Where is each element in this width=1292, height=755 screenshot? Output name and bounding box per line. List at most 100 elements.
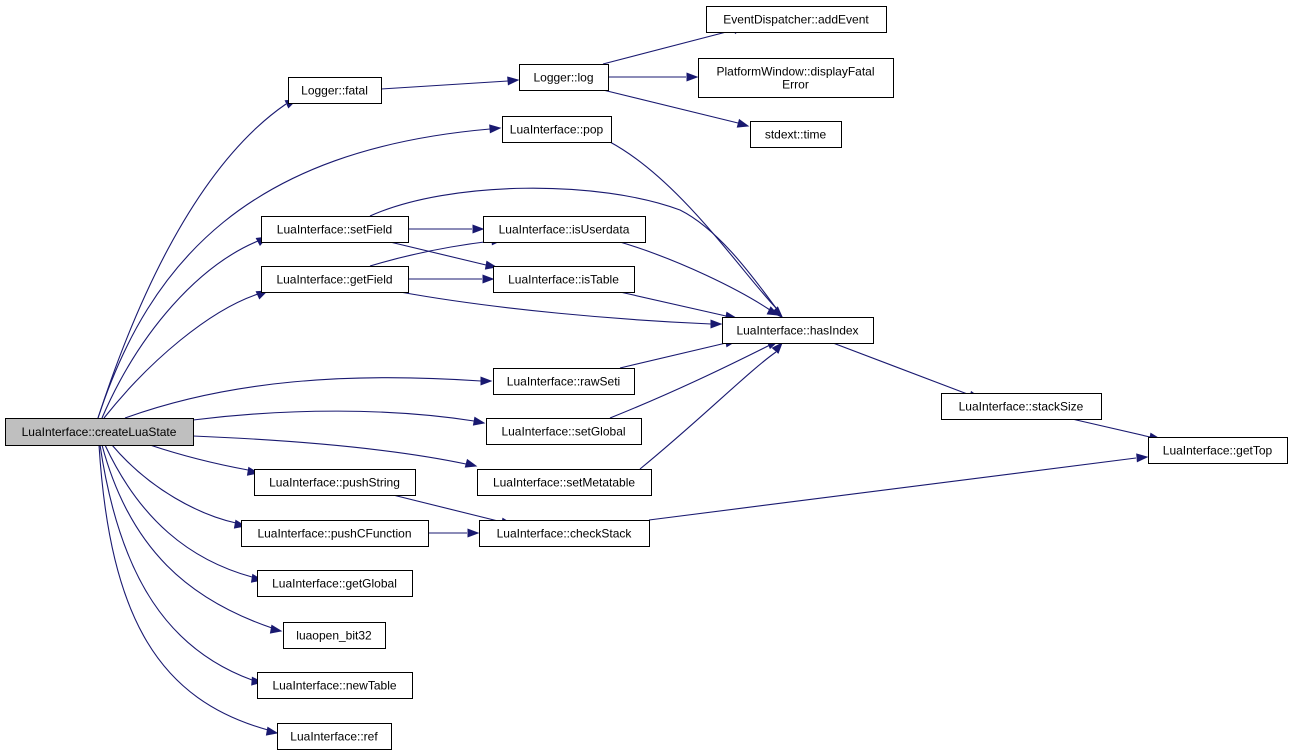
edge-line bbox=[101, 444, 273, 629]
node-label: LuaInterface::setField bbox=[277, 223, 392, 237]
node-box bbox=[288, 77, 382, 104]
edge-line bbox=[380, 80, 509, 90]
edge-checkStack-to-getTop bbox=[648, 453, 1149, 521]
node-getTop[interactable]: LuaInterface::getTop bbox=[1148, 437, 1288, 464]
node-box bbox=[277, 723, 392, 750]
edge-line bbox=[97, 103, 287, 419]
edge-line bbox=[832, 342, 971, 396]
edge-line bbox=[619, 291, 727, 317]
node-label: LuaInterface::createLuaState bbox=[22, 425, 177, 439]
node-getField[interactable]: LuaInterface::getField bbox=[261, 266, 409, 293]
edge-line bbox=[1071, 418, 1151, 438]
edge-line bbox=[639, 351, 777, 470]
nodes-layer: LuaInterface::createLuaState Logger::fata… bbox=[5, 6, 1288, 750]
node-label: Logger::fatal bbox=[301, 84, 368, 98]
arrow-head-icon bbox=[265, 726, 279, 736]
node-hasIndex[interactable]: LuaInterface::hasIndex bbox=[722, 317, 874, 344]
edge-createLuaState-to-setMetatable bbox=[192, 435, 478, 468]
node-label: LuaInterface::getGlobal bbox=[272, 577, 397, 591]
node-setGlobal[interactable]: LuaInterface::setGlobal bbox=[486, 418, 642, 445]
arrow-head-icon bbox=[766, 306, 780, 316]
edge-line bbox=[101, 240, 259, 419]
node-luaopen_bit32[interactable]: luaopen_bit32 bbox=[283, 622, 386, 649]
edge-line bbox=[124, 377, 482, 419]
edge-createLuaState-to-getField bbox=[103, 290, 269, 419]
edge-line bbox=[192, 435, 467, 465]
edge-pushCFunction-to-checkStack bbox=[428, 528, 480, 538]
node-rawSeti[interactable]: LuaInterface::rawSeti bbox=[493, 368, 635, 395]
edge-line bbox=[103, 293, 259, 419]
node-label: LuaInterface::ref bbox=[290, 730, 378, 744]
edge-createLuaState-to-setGlobal bbox=[192, 410, 486, 426]
node-pop[interactable]: LuaInterface::pop bbox=[502, 116, 612, 143]
node-box bbox=[5, 418, 194, 446]
node-label: LuaInterface::pop bbox=[510, 123, 604, 137]
edge-line bbox=[602, 89, 739, 124]
edge-setGlobal-to-hasIndex bbox=[609, 340, 780, 419]
node-label: LuaInterface::getField bbox=[276, 273, 392, 287]
node-addEvent[interactable]: EventDispatcher::addEvent bbox=[706, 6, 887, 33]
edge-isUserdata-to-hasIndex bbox=[619, 241, 780, 316]
edge-line bbox=[104, 444, 253, 578]
node-box bbox=[1148, 437, 1288, 464]
node-isUserdata[interactable]: LuaInterface::isUserdata bbox=[483, 216, 646, 243]
arrow-head-icon bbox=[686, 72, 699, 82]
arrow-head-icon bbox=[480, 376, 493, 386]
edge-line bbox=[369, 187, 777, 309]
node-box bbox=[261, 216, 409, 243]
edge-line bbox=[619, 342, 727, 369]
arrow-head-icon bbox=[467, 528, 480, 538]
node-label: LuaInterface::pushCFunction bbox=[257, 527, 411, 541]
edge-setMetatable-to-hasIndex bbox=[639, 341, 783, 470]
node-fatal[interactable]: Logger::fatal bbox=[288, 77, 382, 104]
node-time[interactable]: stdext::time bbox=[750, 121, 842, 148]
node-label: LuaInterface::isTable bbox=[508, 273, 619, 287]
node-label: LuaInterface::setMetatable bbox=[493, 476, 635, 490]
edge-line bbox=[602, 29, 735, 65]
node-stackSize[interactable]: LuaInterface::stackSize bbox=[941, 393, 1102, 420]
edge-line bbox=[648, 457, 1137, 521]
node-box bbox=[519, 64, 609, 91]
edge-rawSeti-to-hasIndex bbox=[619, 338, 738, 369]
node-label: LuaInterface::getTop bbox=[1163, 444, 1273, 458]
node-label: LuaInterface::newTable bbox=[272, 679, 396, 693]
edge-getField-to-hasIndex bbox=[399, 291, 723, 329]
arrow-head-icon bbox=[472, 416, 486, 426]
arrow-head-icon bbox=[464, 458, 478, 468]
node-setField[interactable]: LuaInterface::setField bbox=[261, 216, 409, 243]
node-setMetatable[interactable]: LuaInterface::setMetatable bbox=[477, 469, 652, 496]
node-pushCFunction[interactable]: LuaInterface::pushCFunction bbox=[241, 520, 429, 547]
edge-line bbox=[392, 494, 503, 523]
node-isTable[interactable]: LuaInterface::isTable bbox=[493, 266, 635, 293]
edge-line bbox=[97, 128, 491, 419]
edge-line bbox=[389, 241, 487, 266]
node-createLuaState[interactable]: LuaInterface::createLuaState bbox=[5, 418, 194, 446]
edge-fatal-to-log bbox=[380, 76, 520, 90]
node-box bbox=[493, 368, 635, 395]
edge-log-to-displayFatal bbox=[608, 72, 699, 82]
node-box bbox=[698, 58, 894, 98]
edge-createLuaState-to-rawSeti bbox=[124, 376, 493, 419]
node-box bbox=[479, 520, 650, 547]
node-newTable[interactable]: LuaInterface::newTable bbox=[257, 672, 413, 699]
edge-line bbox=[399, 291, 712, 325]
node-ref[interactable]: LuaInterface::ref bbox=[277, 723, 392, 750]
arrow-head-icon bbox=[489, 124, 502, 134]
node-checkStack[interactable]: LuaInterface::checkStack bbox=[479, 520, 650, 547]
node-box bbox=[254, 469, 416, 496]
edge-isTable-to-hasIndex bbox=[619, 291, 738, 321]
arrow-head-icon bbox=[736, 118, 750, 128]
node-getGlobal[interactable]: LuaInterface::getGlobal bbox=[257, 570, 413, 597]
node-box bbox=[257, 570, 413, 597]
edge-setField-to-isUserdata bbox=[408, 224, 485, 234]
node-label: LuaInterface::hasIndex bbox=[736, 324, 858, 338]
arrow-head-icon bbox=[482, 274, 495, 284]
node-log[interactable]: Logger::log bbox=[519, 64, 609, 91]
node-label: LuaInterface::stackSize bbox=[959, 400, 1084, 414]
node-pushString[interactable]: LuaInterface::pushString bbox=[254, 469, 416, 496]
edge-getField-to-isTable bbox=[408, 274, 495, 284]
edge-log-to-time bbox=[602, 89, 750, 128]
